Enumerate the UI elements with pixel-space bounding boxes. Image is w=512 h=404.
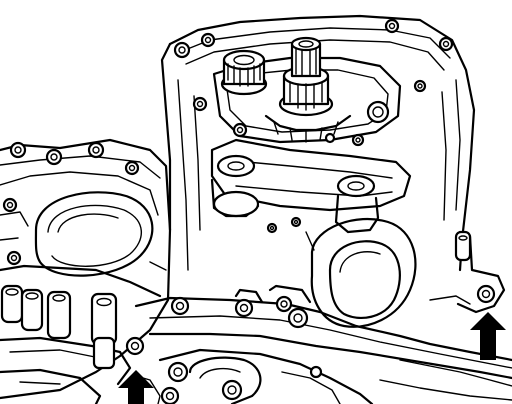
left-housing [0,138,172,400]
lower-left-studs [0,264,162,404]
main-case [160,14,476,272]
output-opening [305,217,417,328]
arrow-up-icon [118,370,154,404]
cross-beam [210,138,412,234]
right-flange [429,230,506,314]
input-shaft-gear [220,49,268,96]
arrow-up-icon [470,312,506,360]
bottom-casting [135,348,512,404]
top-plate [212,36,402,147]
bottom-flange [134,284,512,380]
output-shaft [278,36,334,117]
